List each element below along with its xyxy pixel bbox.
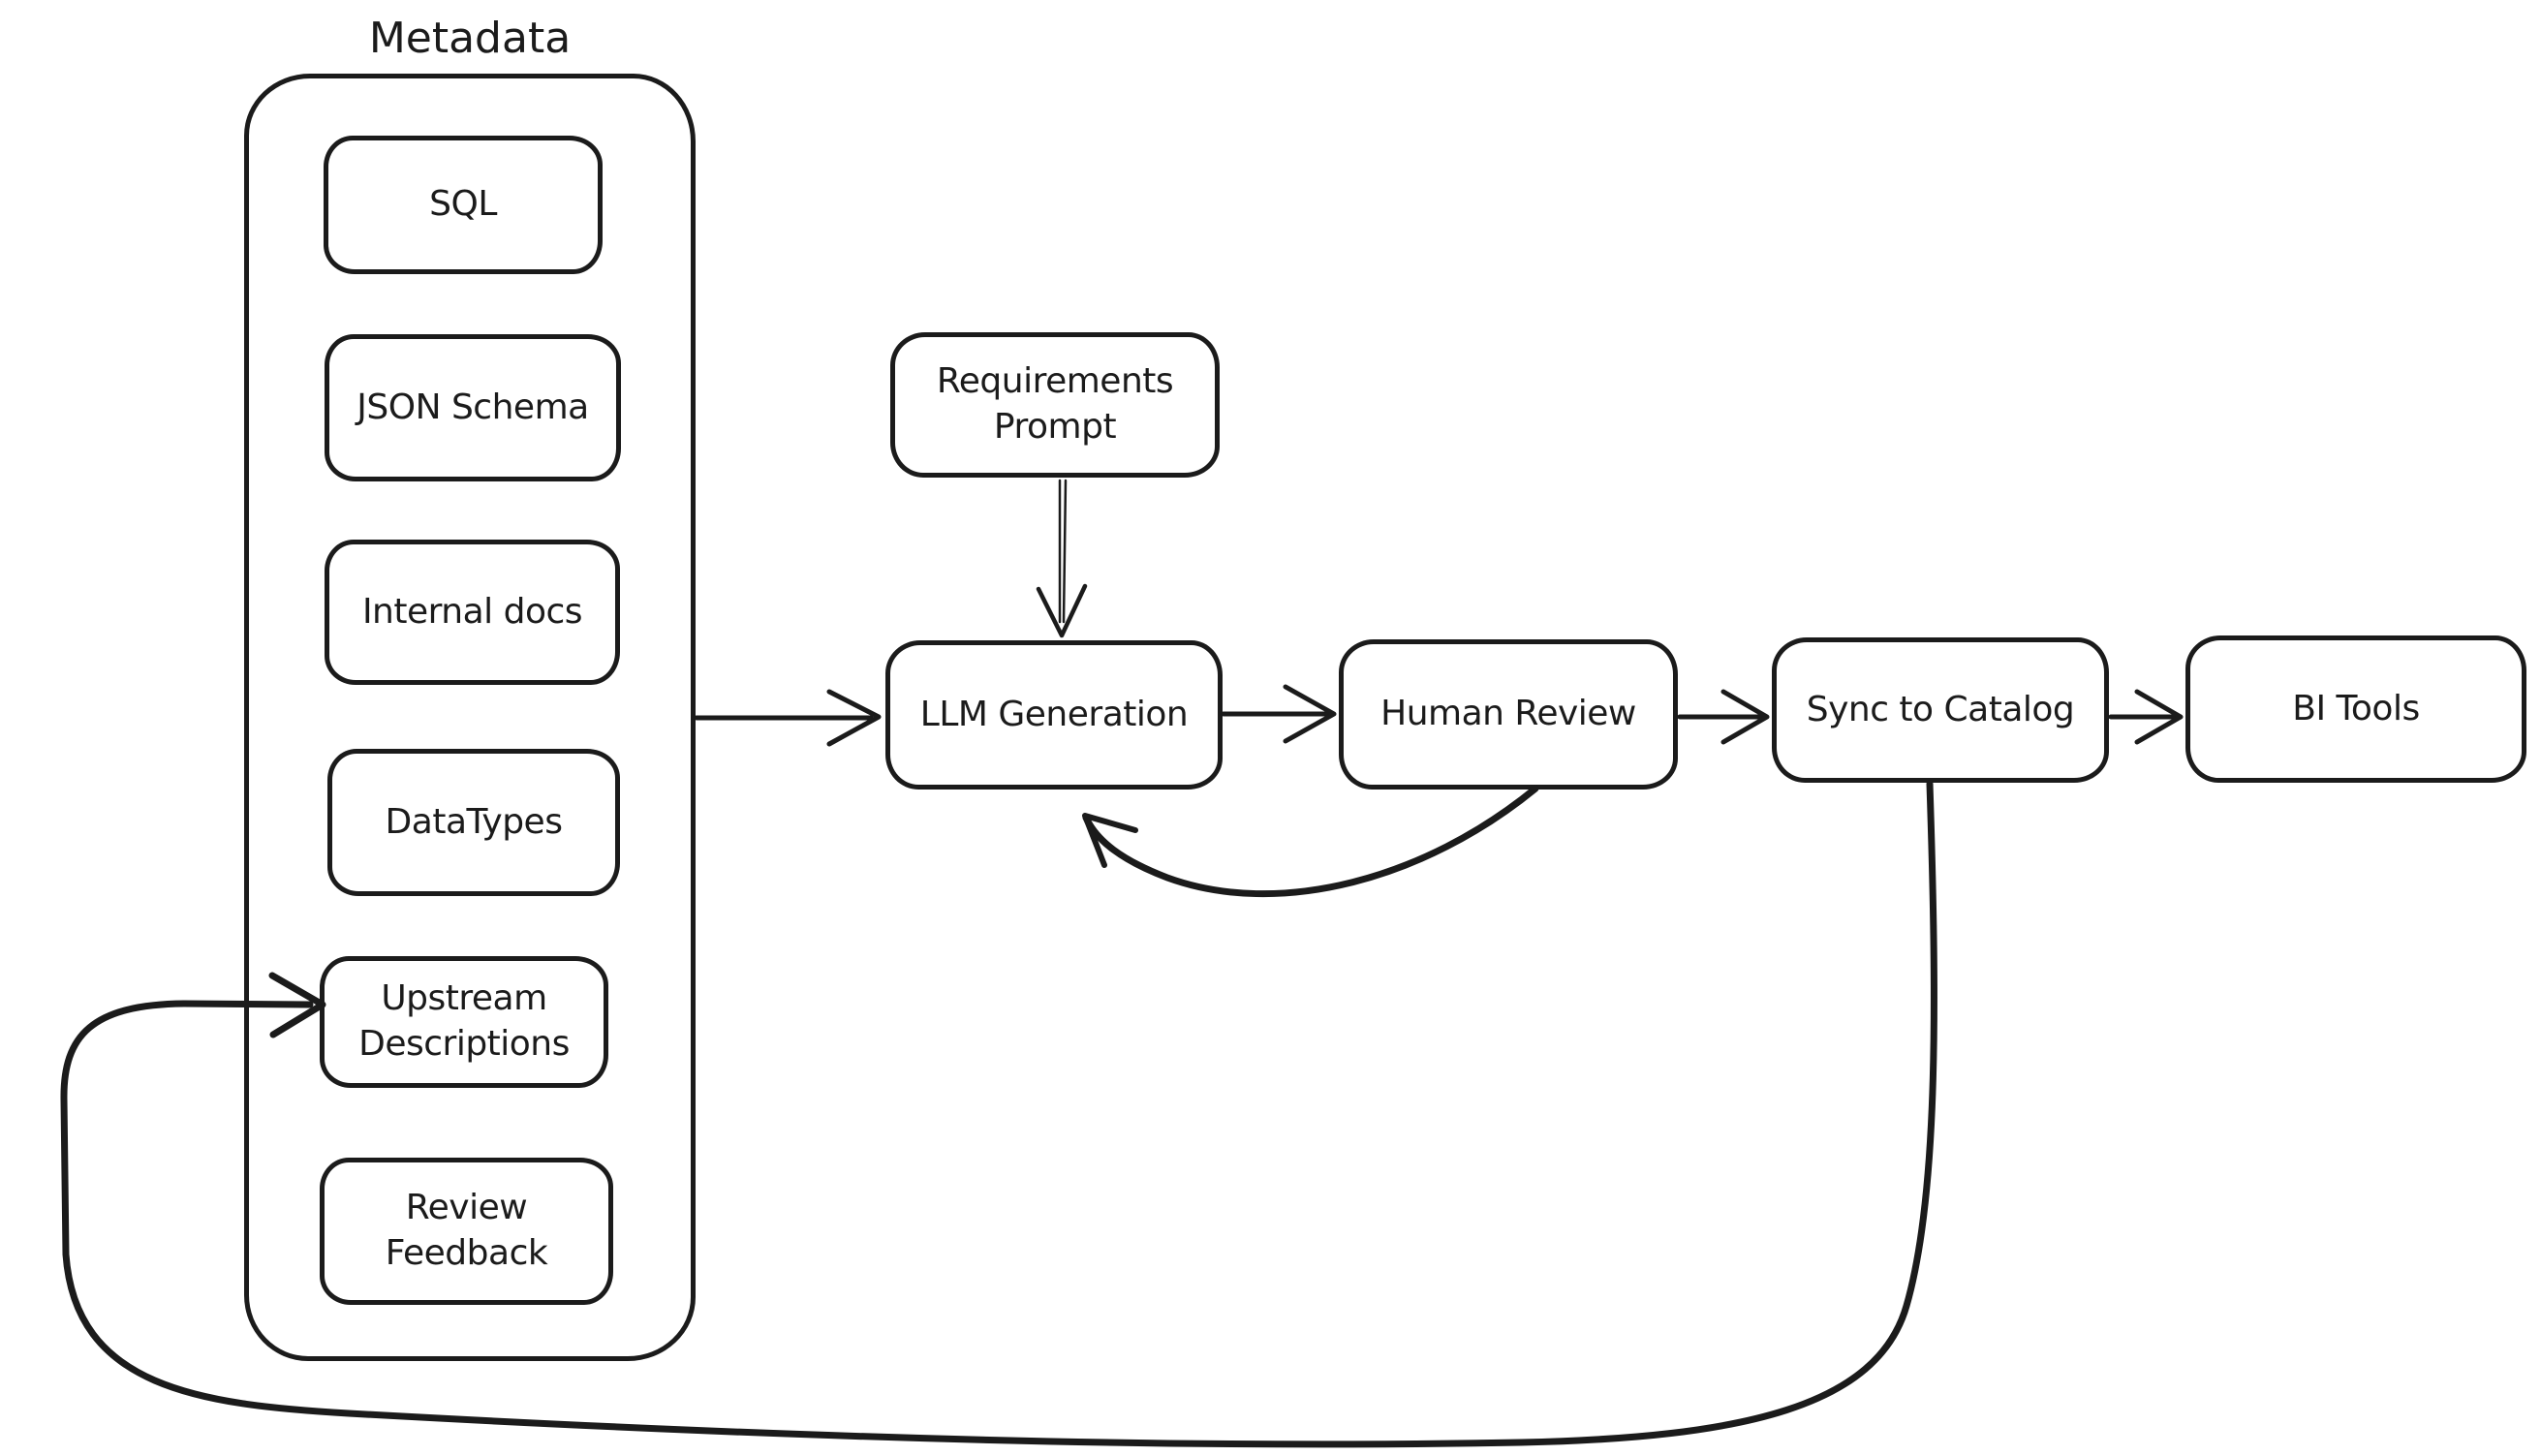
node-bi-tools: BI Tools <box>2185 635 2526 783</box>
node-llm-generation: LLM Generation <box>885 640 1223 790</box>
metadata-group-title: Metadata <box>368 14 572 63</box>
node-human-review: Human Review <box>1339 639 1678 790</box>
edge-human-to-llm-feedback-arrow <box>1082 785 1539 898</box>
edge-llm-to-human-arrow <box>1221 684 1337 744</box>
node-datatypes: DataTypes <box>327 749 620 896</box>
node-upstream-descriptions: Upstream Descriptions <box>320 956 608 1088</box>
node-json-schema: JSON Schema <box>325 334 621 481</box>
edge-metadata-to-llm-arrow <box>694 689 882 747</box>
node-internal-docs: Internal docs <box>325 540 620 685</box>
edge-requirements-to-llm-arrow <box>1036 479 1088 638</box>
edge-human-to-sync-arrow <box>1677 689 1770 745</box>
node-sync-to-catalog: Sync to Catalog <box>1772 637 2109 783</box>
node-sql: SQL <box>324 136 603 274</box>
node-requirements-prompt: Requirements Prompt <box>890 332 1220 478</box>
edge-sync-to-bi-arrow <box>2108 689 2184 745</box>
node-review-feedback: Review Feedback <box>320 1158 613 1305</box>
